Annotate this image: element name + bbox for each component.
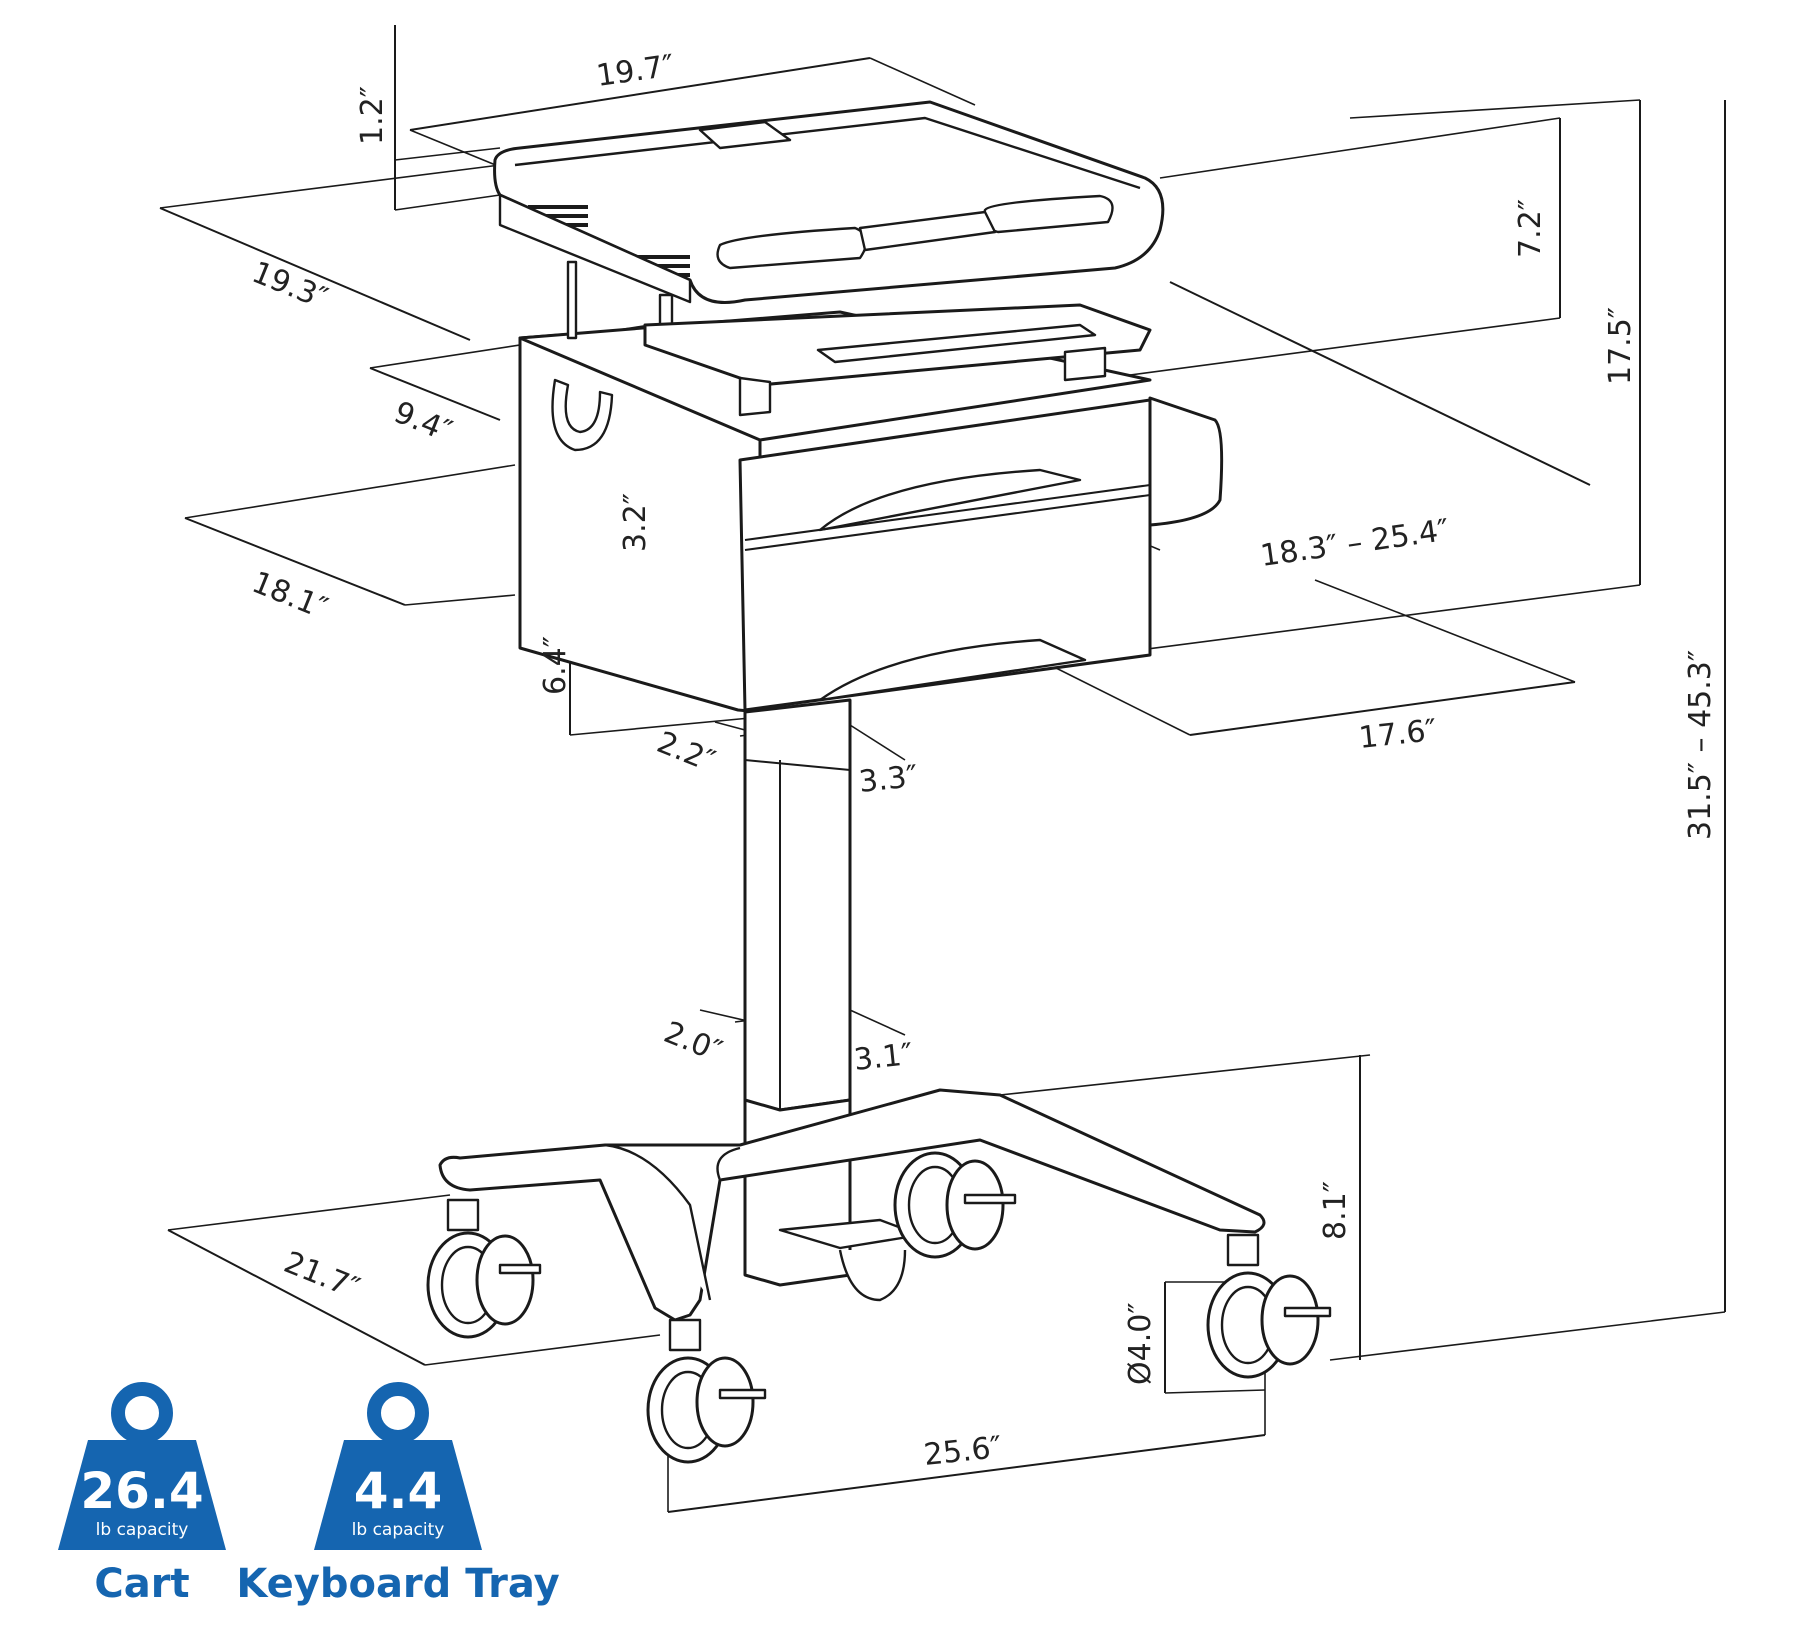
- dim-base-height: 8.1″: [1318, 1181, 1353, 1240]
- dim-drawer-top-height: 3.2″: [618, 493, 653, 552]
- dim-base-width: 25.6″: [922, 1430, 1003, 1473]
- side-bin: [1148, 396, 1224, 527]
- drawer-handle-top: [818, 468, 1082, 532]
- weight-icon: [58, 1382, 226, 1550]
- dim-caster-diameter: Ø4.0″: [1123, 1302, 1158, 1385]
- dim-base-depth: 21.7″: [279, 1245, 364, 1307]
- badge-keyboard-tray-unit: lb capacity: [352, 1520, 445, 1540]
- dim-top-width: 19.7″: [594, 48, 676, 94]
- dim-lower-column-depth: 2.0″: [659, 1015, 727, 1070]
- dim-upper-column-width: 3.3″: [857, 759, 919, 800]
- capacity-badge-cart: 26.4 lb capacity Cart: [58, 1382, 226, 1607]
- caster-front: [646, 1318, 767, 1464]
- badge-cart-unit: lb capacity: [96, 1520, 189, 1540]
- dim-keyboard-extension: 18.3″ – 25.4″: [1258, 513, 1451, 574]
- dim-total-height: 31.5″ – 45.3″: [1683, 650, 1718, 840]
- keyboard-wrist-rest: [816, 323, 1097, 364]
- badge-keyboard-tray-value: 4.4: [354, 1462, 443, 1520]
- base: [438, 1088, 1266, 1322]
- drawer-handle-bottom: [818, 638, 1087, 702]
- caster-right: [1206, 1233, 1332, 1379]
- dim-upper-column-depth: 2.2″: [652, 725, 720, 780]
- capacity-badge-keyboard-tray: 4.4 lb capacity Keyboard Tray: [236, 1382, 560, 1607]
- cable-hook: [551, 378, 614, 452]
- weight-icon: [314, 1382, 482, 1550]
- dim-worksurface-to-drawer: 17.5″: [1603, 307, 1638, 385]
- cart-illustration: [426, 100, 1332, 1464]
- dim-keyboard-depth: 9.4″: [389, 395, 457, 450]
- dim-keyboard-gap: 7.2″: [1513, 199, 1548, 258]
- badge-cart-label: Cart: [94, 1561, 189, 1607]
- badge-cart-value: 26.4: [80, 1462, 203, 1520]
- caster-left-back: [426, 1198, 542, 1339]
- dim-drawer-bottom-height: 6.4″: [538, 636, 573, 695]
- dim-drawer-width: 17.6″: [1357, 713, 1438, 756]
- dim-drawer-depth: 18.1″: [247, 565, 332, 627]
- dim-top-thickness: 1.2″: [355, 86, 390, 145]
- dim-lower-column-width: 3.1″: [852, 1037, 914, 1078]
- top-latch: [698, 120, 792, 150]
- badge-keyboard-tray-label: Keyboard Tray: [236, 1561, 559, 1607]
- caster-back: [893, 1151, 1017, 1259]
